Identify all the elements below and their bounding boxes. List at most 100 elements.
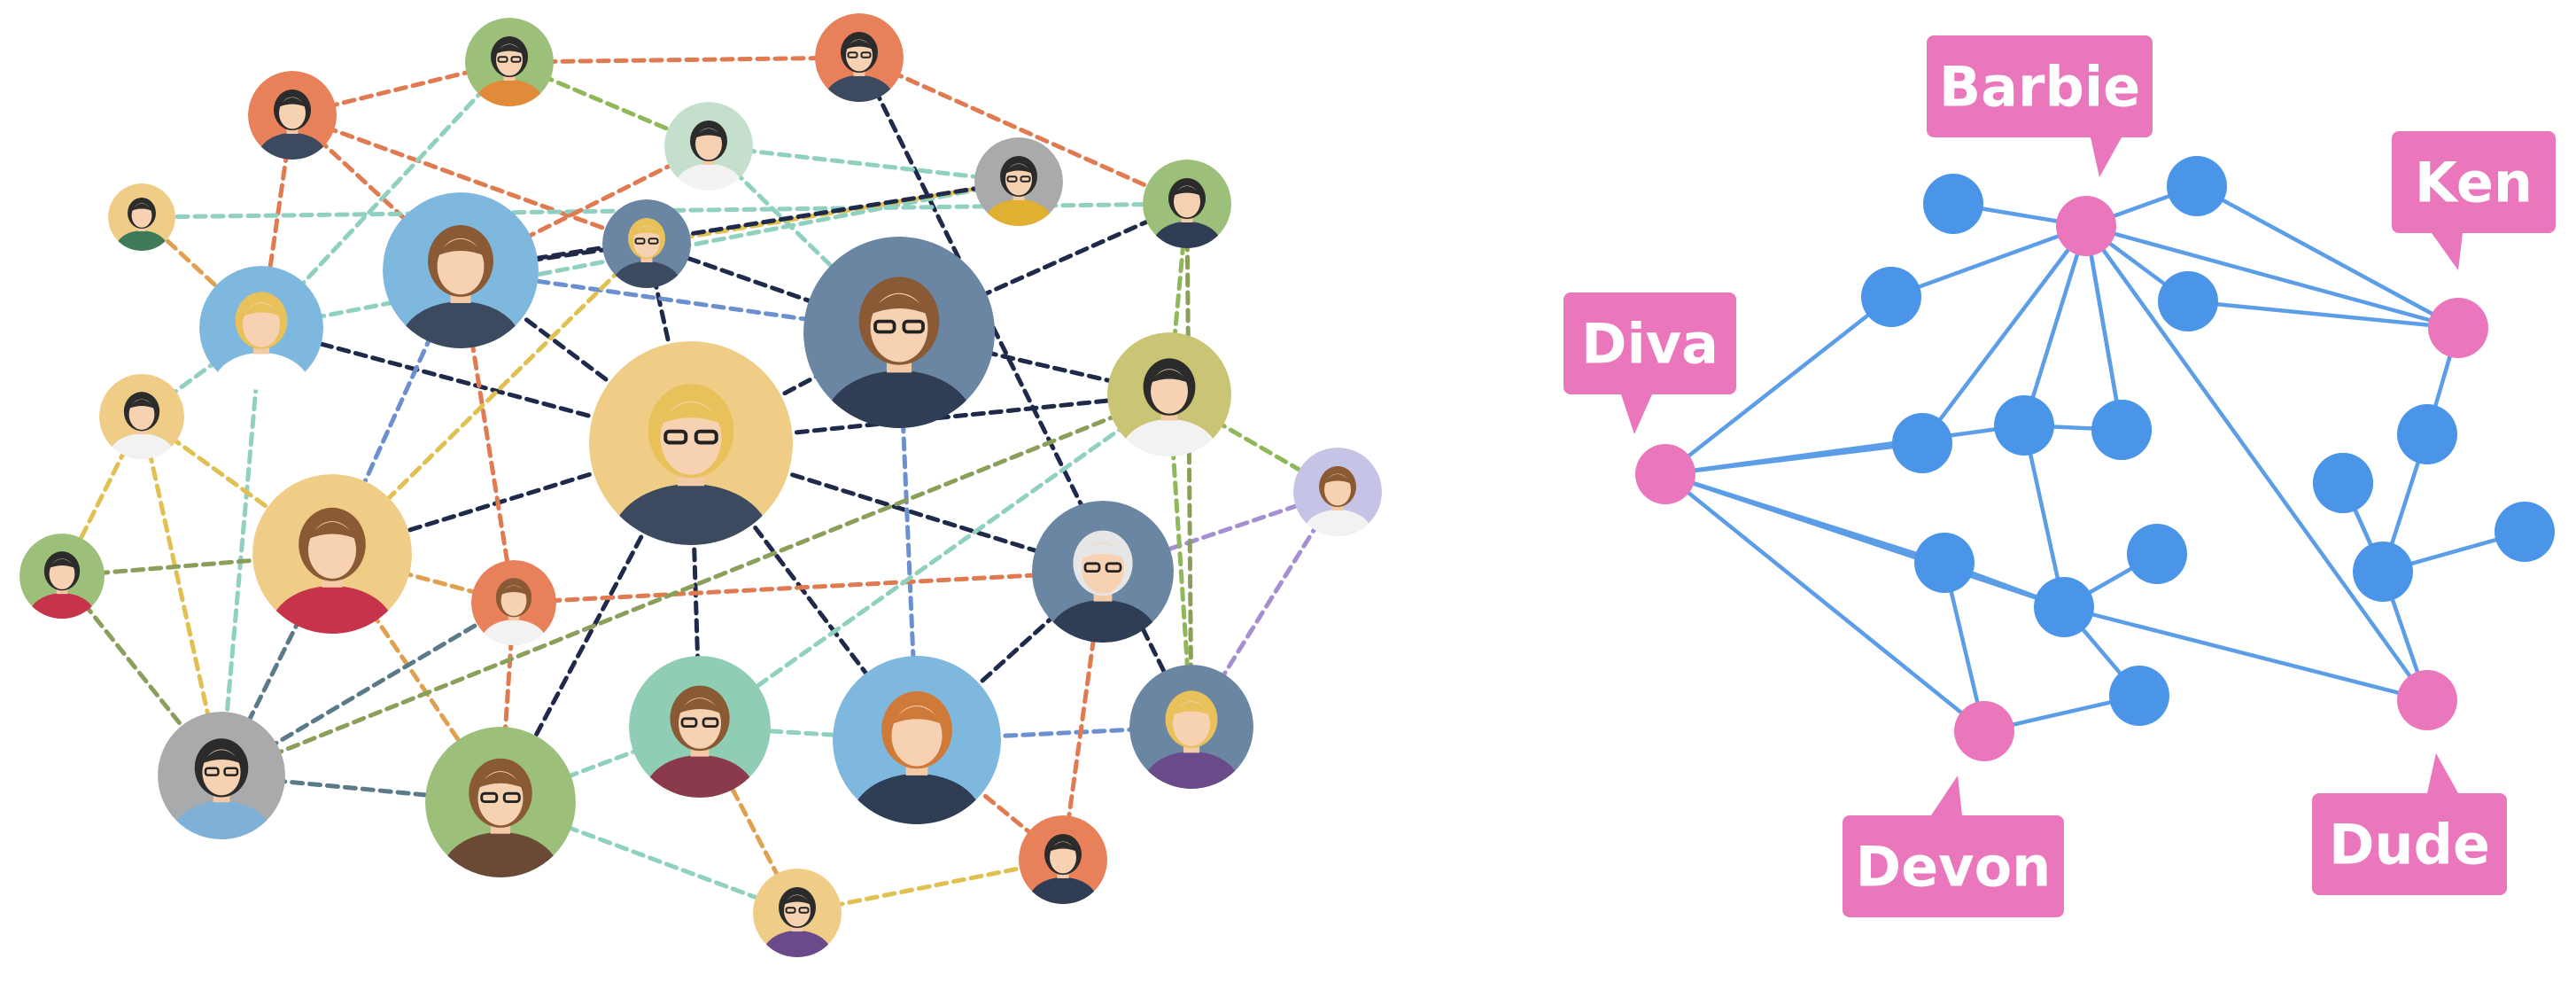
connection-line xyxy=(219,392,1172,778)
graph-edges xyxy=(1664,183,2526,734)
avatar-outfit xyxy=(258,133,327,160)
person-avatar xyxy=(803,237,995,428)
callout-label: Ken xyxy=(2415,151,2533,215)
avatar-face xyxy=(496,43,523,76)
person-avatar xyxy=(248,71,337,160)
avatar-face xyxy=(308,521,356,579)
person-avatar xyxy=(1129,665,1253,789)
graph-node-blue xyxy=(2495,502,2555,562)
avatar-face xyxy=(1050,841,1076,874)
avatar-outfit xyxy=(213,353,310,390)
avatar-face xyxy=(1005,163,1032,196)
avatar-outfit xyxy=(612,261,681,288)
avatar-face xyxy=(437,238,485,295)
avatar-face xyxy=(633,225,660,258)
graph-edge xyxy=(1664,295,1893,476)
graph-node-blue xyxy=(2397,404,2457,464)
person-avatar xyxy=(629,656,771,798)
callout-devon: Devon xyxy=(1843,775,2064,917)
person-avatar xyxy=(199,266,323,390)
avatar-face xyxy=(1174,185,1200,218)
connection-line xyxy=(219,325,264,778)
callout-label: Devon xyxy=(1856,835,2052,900)
avatar-face xyxy=(1324,473,1351,506)
avatar-face xyxy=(500,585,527,616)
graph-node-blue xyxy=(2034,577,2094,637)
person-avatar xyxy=(753,869,842,957)
person-avatar xyxy=(108,183,175,251)
avatar-face xyxy=(1173,701,1210,746)
callout-box xyxy=(2312,793,2507,895)
graph-node-blue xyxy=(2091,400,2152,460)
avatar-outfit xyxy=(1047,600,1159,643)
person-avatar xyxy=(664,102,753,191)
person-avatar xyxy=(1293,448,1382,536)
callout-label: Diva xyxy=(1581,312,1719,377)
avatar-face xyxy=(477,771,524,826)
callout-pointer xyxy=(2427,753,2458,793)
graph-node-ken xyxy=(2428,298,2488,358)
graph-node-diva xyxy=(1635,444,1695,504)
graph-edge xyxy=(1890,223,2087,300)
graph-node-blue xyxy=(2167,156,2227,216)
connection-line xyxy=(59,551,335,579)
glasses-icon xyxy=(204,767,220,776)
avatar-outfit xyxy=(108,433,175,459)
callout-label: Barbie xyxy=(1939,55,2140,120)
person-avatar xyxy=(974,137,1063,226)
callout-label: Dude xyxy=(2329,813,2490,877)
person-avatar xyxy=(158,712,285,839)
callout-pointer xyxy=(2091,137,2122,177)
graph-edge xyxy=(1664,472,1986,733)
avatar-outfit xyxy=(825,75,894,102)
person-avatar xyxy=(815,13,904,102)
callout-box xyxy=(1927,35,2153,137)
graph-node-blue xyxy=(2158,271,2218,331)
avatar-face xyxy=(1151,369,1188,414)
avatar-outfit xyxy=(1152,222,1222,248)
graph-edge xyxy=(2195,184,2460,330)
avatar-outfit xyxy=(28,593,96,619)
graph-node-barbie xyxy=(2056,196,2116,256)
avatar-face xyxy=(131,203,152,228)
avatar-outfit xyxy=(400,301,522,348)
graph-node-blue xyxy=(1923,174,1983,234)
connection-line xyxy=(1184,201,1194,729)
graph-node-blue xyxy=(2109,666,2169,726)
avatar-outfit xyxy=(674,164,743,191)
avatar-face xyxy=(49,558,75,589)
avatar-outfit xyxy=(441,832,560,877)
person-avatar xyxy=(833,656,1001,824)
graph-edge xyxy=(2021,425,2067,608)
callout-diva: Diva xyxy=(1563,292,1736,434)
graph-edge xyxy=(1920,224,2088,445)
graph-node-dude xyxy=(2397,670,2457,730)
avatar-outfit xyxy=(269,586,395,634)
person-avatar xyxy=(383,192,539,348)
person-avatar xyxy=(589,341,793,545)
person-avatar xyxy=(465,18,554,106)
connection-line xyxy=(795,857,1066,916)
callout-ken: Ken xyxy=(2392,131,2556,270)
glasses-icon xyxy=(1006,175,1018,183)
graph-edge xyxy=(2085,223,2459,331)
avatar-face xyxy=(279,97,306,129)
connection-line xyxy=(706,144,1021,184)
avatar-face xyxy=(202,749,241,796)
social-network-diagram xyxy=(19,13,1382,957)
glasses-icon xyxy=(497,56,508,63)
person-avatar xyxy=(425,727,576,877)
graph-edge xyxy=(2083,225,2124,431)
callout-pointer xyxy=(1931,775,1962,815)
connection-line xyxy=(330,241,649,557)
graph-node-blue xyxy=(2353,542,2413,602)
avatar-outfit xyxy=(1303,510,1372,536)
glasses-icon xyxy=(873,319,896,334)
graph-node-blue xyxy=(1861,267,1921,327)
glasses-icon xyxy=(480,791,499,804)
connection-line xyxy=(511,569,1106,605)
glasses-icon xyxy=(1083,562,1101,573)
avatar-outfit xyxy=(984,199,1053,226)
